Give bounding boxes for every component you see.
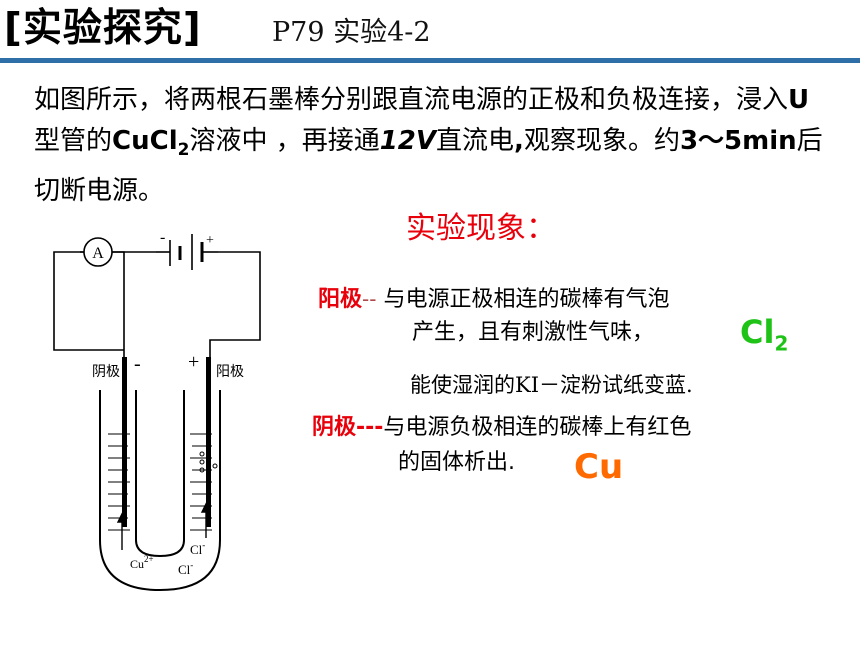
cathode-label: 阴极--- <box>312 415 384 440</box>
intro-text-5: 观察现象。约 <box>523 126 680 156</box>
phenomenon-heading: 实验现象： <box>406 211 556 246</box>
anode-text1: 与电源正极相连的碳棒有气泡 <box>376 287 670 312</box>
anode-dash: -- <box>362 287 377 311</box>
intro-cucl-sub: 2 <box>177 140 190 161</box>
intro-text-4: 直流电 <box>436 126 515 156</box>
ammeter-label: A <box>92 245 104 262</box>
battery-minus: - <box>160 229 165 246</box>
cathode-text1: 与电源负极相连的碳棒上有红色 <box>383 415 692 440</box>
u-tube-inner <box>135 390 185 558</box>
title-divider <box>0 58 860 63</box>
wire-right <box>209 251 261 357</box>
wire-outer-left <box>53 251 124 351</box>
u-tube-outer <box>99 390 221 592</box>
ion-cl-upper-symbol: Cl <box>190 542 203 557</box>
anode-text2: 产生，且有刺激性气味， <box>412 320 655 345</box>
gas-bubbles <box>199 451 218 473</box>
page-title: [实验探究] <box>4 6 202 51</box>
battery-plus: + <box>206 233 214 248</box>
intro-time: 3～5min <box>679 126 797 156</box>
cathode-rod <box>122 357 127 527</box>
ion-cl-upper: Cl- <box>190 540 205 557</box>
chlorine-subscript: 2 <box>774 331 789 356</box>
ion-cl-lower-symbol: Cl <box>178 562 191 577</box>
experiment-reference: P79 实验4-2 <box>272 17 431 48</box>
ion-cl-lower: Cl- <box>178 560 193 577</box>
anode-label: 阳极 <box>318 287 363 312</box>
ion-cu-charge: 2+ <box>144 554 154 564</box>
intro-cucl: CuCl <box>112 126 178 156</box>
cathode-sign: - <box>134 353 141 375</box>
chlorine-formula: Cl2 <box>740 312 788 363</box>
ion-cl-lower-charge: - <box>190 560 193 570</box>
anode-rod <box>206 357 211 527</box>
copper-formula: Cu <box>574 447 624 487</box>
anode-sign: + <box>188 351 199 373</box>
diagram-anode-label: 阳极 <box>216 364 244 380</box>
cathode-text2: 的固体析出. <box>398 450 515 475</box>
ion-cl-upper-charge: - <box>202 540 205 550</box>
wire-left <box>80 251 125 357</box>
intro-text-2: 型管的 <box>34 126 113 156</box>
intro-u: U <box>788 85 810 115</box>
diagram-cathode-label: 阴极 <box>92 364 120 380</box>
intro-text-3: 溶液中 ，再接通 <box>189 126 380 156</box>
anode-description-line1: 阳极-- 与电源正极相连的碳棒有气泡 <box>318 282 669 317</box>
electrolysis-apparatus-diagram: A - + 阴极 阳极 - + Cu2+ Cl- Cl- <box>53 229 261 592</box>
ion-cu: Cu2+ <box>130 554 154 571</box>
cathode-description-line1: 阴极---与电源负极相连的碳棒上有红色 <box>312 411 691 445</box>
ion-cu-symbol: Cu <box>130 557 144 571</box>
intro-text-6: 后切断电源。 <box>34 126 823 207</box>
chlorine-symbol: Cl <box>740 313 775 351</box>
intro-paragraph: 如图所示，将两根石墨棒分别跟直流电源的正极和负极连接，浸入U 型管的CuCl2溶液… <box>34 80 834 212</box>
ammeter <box>83 237 113 267</box>
intro-voltage: 12V <box>379 126 437 156</box>
intro-text-1: 如图所示，将两根石墨棒分别跟直流电源的正极和负极连接，浸入 <box>34 85 789 115</box>
intro-comma: , <box>514 126 524 156</box>
anode-text3: 能使湿润的KI－淀粉试纸变蓝. <box>410 373 693 397</box>
